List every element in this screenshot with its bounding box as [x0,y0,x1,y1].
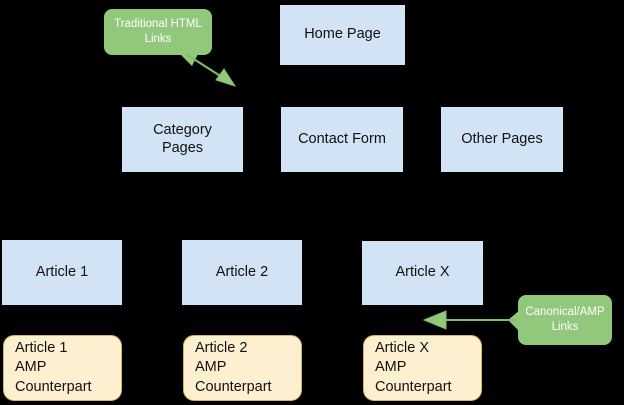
node-article-x[interactable]: Article X [362,241,483,305]
arrow-traditional-html-links-line [185,53,226,80]
node-label: Home Page [304,26,381,43]
node-label: Category Pages [153,121,212,156]
node-category-pages[interactable]: Category Pages [122,107,243,172]
node-label: Article 2 [215,263,269,280]
node-article-x-amp-counterpart[interactable]: Article X AMP Counterpart [363,335,482,401]
node-article-2-amp-counterpart[interactable]: Article 2 AMP Counterpart [183,335,302,401]
node-contact-form[interactable]: Contact Form [281,107,403,172]
node-home-page[interactable]: Home Page [280,5,405,65]
node-label: Article 1 [35,263,89,280]
callout-label: Traditional HTML Links [114,18,202,45]
node-label: Other Pages [461,130,543,147]
node-label: Article 1 AMP Counterpart [15,340,92,395]
node-article-1[interactable]: Article 1 [2,240,122,305]
node-label: Contact Form [298,130,386,147]
callout-traditional-html-links[interactable]: Traditional HTML Links [104,9,212,55]
callout-canonical-amp-links[interactable]: Canonical/AMP Links [518,295,612,345]
node-label: Article X AMP Counterpart [375,340,452,395]
node-article-2[interactable]: Article 2 [182,240,302,305]
callout-label: Canonical/AMP Links [525,306,605,333]
node-other-pages[interactable]: Other Pages [441,107,563,172]
node-article-1-amp-counterpart[interactable]: Article 1 AMP Counterpart [3,335,122,401]
arrow-traditional-html-links-head [215,68,237,87]
node-label: Article 2 AMP Counterpart [195,340,272,395]
arrow-canonical-amp-links-head [422,310,447,330]
node-label: Article X [395,264,450,281]
